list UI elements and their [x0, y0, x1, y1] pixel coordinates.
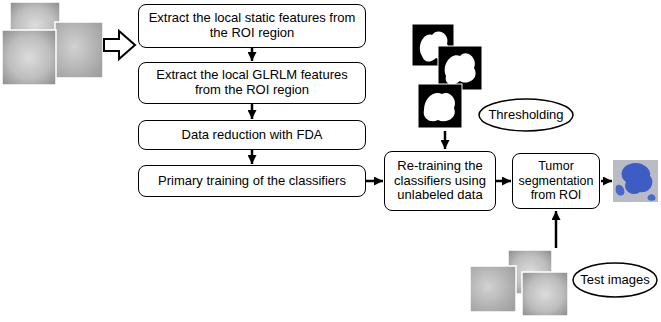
flow-arrow: [366, 180, 383, 183]
texture-image: [55, 22, 103, 78]
node-label: Re-training the classifiers using unlabe…: [389, 159, 491, 204]
node-label: Tumor segmentation from ROI: [517, 159, 595, 202]
process-ellipse: Thresholding: [478, 98, 574, 132]
process-box: Extract the local GLRLM features from th…: [138, 62, 366, 104]
texture-image: [522, 272, 568, 316]
arrow: [444, 131, 447, 149]
texture-image: [470, 266, 516, 312]
node-label: Thresholding: [488, 108, 563, 123]
tumor-region: [622, 163, 653, 194]
test-images: [470, 250, 568, 316]
process-box: Data reduction with FDA: [138, 120, 366, 150]
process-ellipse: Test images: [572, 262, 658, 298]
tumor-region: [616, 185, 625, 196]
input-images: [2, 2, 103, 85]
process-box: Re-training the classifiers using unlabe…: [384, 151, 496, 211]
ellipse-shape: [573, 263, 657, 297]
flow-arrow: [496, 180, 511, 183]
result-image: [613, 160, 658, 202]
arrow: [555, 211, 558, 248]
tumor-region: [648, 194, 656, 200]
node-label: Test images: [580, 273, 649, 288]
flow-arrow: [251, 150, 254, 164]
texture-image: [2, 30, 56, 85]
process-box: Tumor segmentation from ROI: [512, 153, 600, 209]
node-label: Data reduction with FDA: [182, 128, 323, 143]
flow-arrow: [251, 48, 254, 61]
mask-images: [412, 24, 482, 128]
arrow: [601, 180, 612, 183]
node-label: Extract the local static features from t…: [143, 11, 361, 41]
process-box: Extract the local static features from t…: [138, 4, 366, 48]
segmentation-result: [613, 160, 658, 202]
process-box: Primary training of the classifiers: [138, 165, 366, 197]
ellipse-shape: [479, 99, 573, 131]
node-label: Primary training of the classifiers: [158, 174, 346, 189]
flow-arrow: [251, 104, 254, 119]
node-label: Extract the local GLRLM features from th…: [143, 68, 361, 98]
hollow-arrow: [104, 31, 135, 59]
